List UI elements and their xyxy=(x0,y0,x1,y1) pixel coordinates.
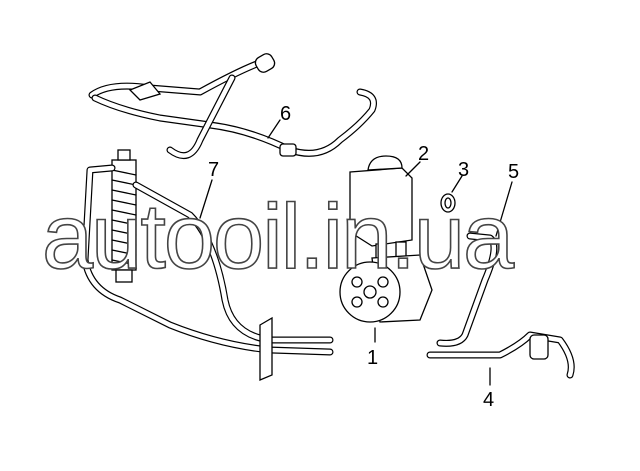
reservoir xyxy=(349,155,413,261)
return-hose xyxy=(436,232,498,347)
supply-hose xyxy=(426,331,575,379)
watermark: autooil.in.ua xyxy=(42,186,515,288)
callout-4: 4 xyxy=(483,389,494,411)
callout-7: 7 xyxy=(208,159,219,181)
callout-3: 3 xyxy=(458,159,469,181)
leader-lines xyxy=(199,119,513,386)
callout-5: 5 xyxy=(508,161,519,183)
callout-2: 2 xyxy=(418,143,429,165)
callout-6: 6 xyxy=(280,103,291,125)
pump xyxy=(339,254,433,323)
pressure-hose xyxy=(88,53,377,160)
callout-1: 1 xyxy=(367,347,378,369)
oil-cooler xyxy=(81,149,334,381)
